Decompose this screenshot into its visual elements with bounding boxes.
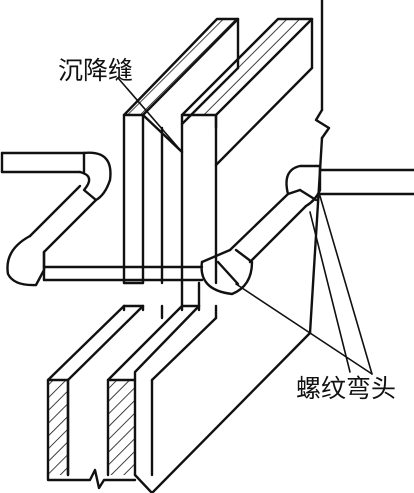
label-settlement-joint: 沉降缝 [58, 56, 134, 85]
wall-panel-right [46, 17, 314, 493]
threaded-elbow-upper [285, 164, 322, 208]
threaded-elbow-center [200, 248, 254, 296]
elbow-left-lower [6, 234, 46, 287]
pipe-left-diagonal [28, 184, 98, 254]
pipe-horizontal [42, 265, 204, 282]
pipe-right-top [318, 168, 414, 196]
pipe-left-top [0, 151, 112, 202]
leader-lines [117, 77, 373, 375]
label-threaded-elbow: 螺纹弯头 [296, 374, 397, 403]
pipe-right-diagonal [228, 192, 308, 264]
wall-panel-left [46, 17, 240, 477]
